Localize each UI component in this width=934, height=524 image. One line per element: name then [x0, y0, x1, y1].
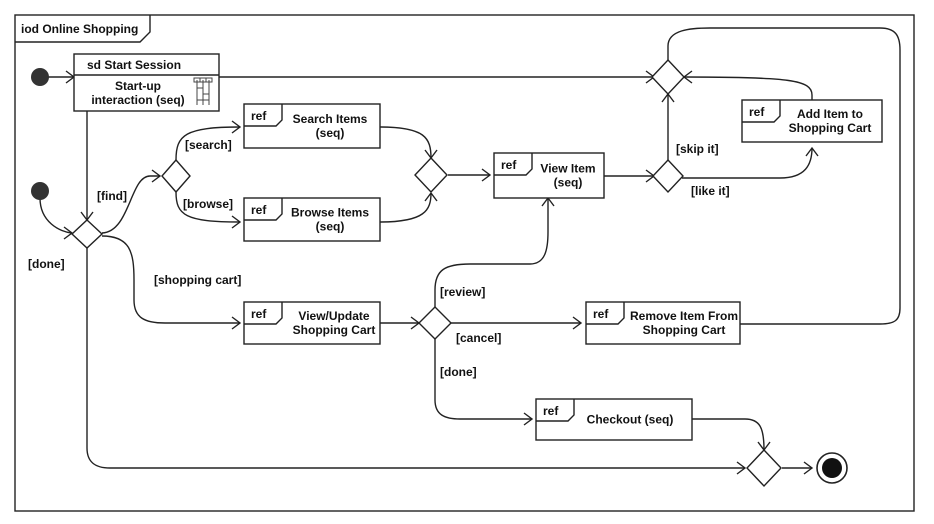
frame-title-tab	[15, 15, 151, 43]
guard-cancel: [cancel]	[456, 331, 501, 345]
ref-box-search-items[interactable]: ref Search Items(seq)	[243, 103, 381, 149]
start-session-line2: interaction (seq)	[91, 93, 184, 107]
edge-done-to-checkout	[434, 339, 532, 420]
initial-node-bottom	[31, 182, 49, 200]
edge-shopping-cart	[101, 235, 240, 324]
guard-review: [review]	[440, 285, 485, 299]
final-node	[816, 452, 848, 484]
decision-search-browse[interactable]	[161, 158, 191, 194]
ref-box-label: Browse Items	[291, 206, 369, 220]
edge-search-to-merge	[379, 126, 432, 159]
edge-browse-to-merge	[379, 192, 432, 223]
ref-tag: ref	[543, 404, 559, 418]
sequence-diagram-icon	[193, 77, 213, 105]
ref-box-view-item[interactable]: ref View Item(seq)	[493, 152, 605, 199]
ref-box-label: (seq)	[316, 126, 345, 140]
ref-box-label: Shopping Cart	[643, 323, 726, 337]
ref-box-label: Checkout (seq)	[587, 413, 674, 427]
edge-find	[101, 175, 160, 234]
ref-tag: ref	[251, 307, 267, 321]
ref-box-label: Add Item to	[797, 107, 863, 121]
guard-search: [search]	[185, 138, 232, 152]
guard-browse: [browse]	[183, 197, 233, 211]
ref-box-label: Remove Item From	[630, 309, 738, 323]
ref-box-label: (seq)	[316, 220, 345, 234]
guard-done-mid: [done]	[440, 365, 477, 379]
ref-tag: ref	[251, 203, 267, 217]
ref-tag: ref	[251, 109, 267, 123]
guard-done-left: [done]	[28, 257, 65, 271]
edge-like-it	[682, 147, 813, 179]
edges	[39, 27, 901, 469]
start-session-header: sd Start Session	[87, 58, 181, 72]
ref-box-browse-items[interactable]: ref Browse Items(seq)	[243, 197, 381, 242]
ref-tag: ref	[749, 105, 765, 119]
edge-checkout-to-final-merge	[692, 418, 765, 451]
edge-review	[434, 198, 549, 307]
edge-browse	[175, 191, 241, 223]
diagram-frame	[14, 14, 915, 512]
decision-find-shop-done[interactable]	[70, 219, 104, 249]
edge-add-item-to-merge	[683, 76, 813, 104]
guard-shopping-cart: [shopping cart]	[154, 273, 241, 287]
decision-cart-action[interactable]	[418, 306, 452, 340]
ref-box-label: (seq)	[554, 176, 583, 190]
frame-title: iod Online Shopping	[21, 22, 138, 36]
edge-initial2-to-decision	[39, 197, 73, 234]
guard-like-it: [like it]	[691, 184, 730, 198]
ref-box-label: View Item	[540, 162, 595, 176]
ref-tag: ref	[501, 158, 517, 172]
guard-find: [find]	[97, 189, 127, 203]
ref-box-label: Search Items	[293, 112, 368, 126]
start-session-line1: Start-up	[115, 79, 161, 93]
start-session-box[interactable]: sd Start Session Start-up interaction (s…	[73, 53, 220, 112]
merge-top[interactable]	[651, 58, 685, 96]
ref-tag: ref	[593, 307, 609, 321]
edge-search	[175, 126, 241, 161]
merge-search-browse[interactable]	[414, 156, 448, 194]
ref-box-label: Shopping Cart	[789, 121, 872, 135]
initial-node-top	[31, 68, 49, 86]
ref-box-label: View/Update	[298, 309, 369, 323]
ref-box-label: Shopping Cart	[293, 323, 376, 337]
guard-skip-it: [skip it]	[676, 142, 719, 156]
edge-loop-right	[667, 27, 901, 325]
edge-done-left	[86, 248, 745, 469]
merge-final[interactable]	[746, 448, 782, 488]
decision-like-skip[interactable]	[652, 158, 684, 194]
